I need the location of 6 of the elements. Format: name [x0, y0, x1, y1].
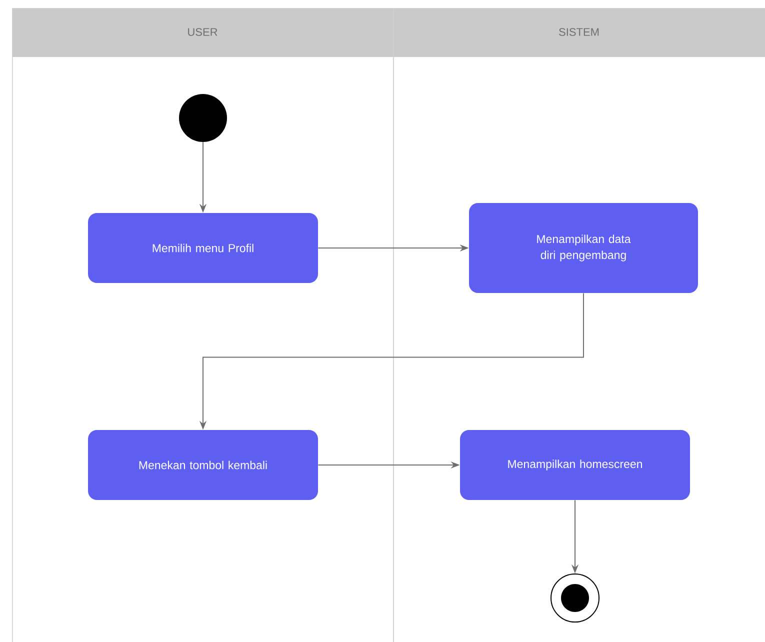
action-box: Memilih menu Profil [88, 213, 318, 283]
action-box: Menampilkan homescreen [460, 430, 690, 500]
start-node [179, 94, 227, 142]
action-box: Menampilkan data diri pengembang [469, 203, 698, 293]
end-node [550, 574, 600, 622]
action-box: Menekan tombol kembali [88, 430, 318, 500]
